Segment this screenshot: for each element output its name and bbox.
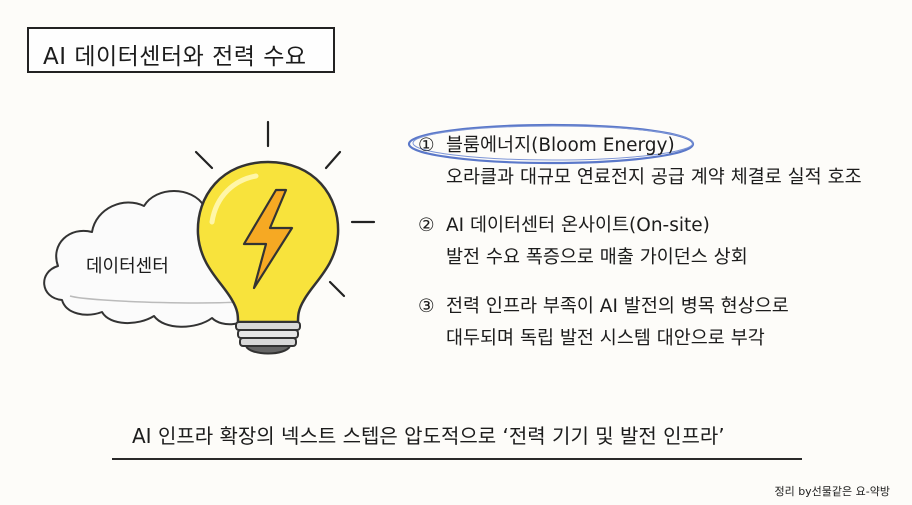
cloud-label: 데이터센터 <box>86 256 169 277</box>
item-detail: 오라클과 대규모 연료전지 공급 계약 체결로 실적 호조 <box>446 167 862 188</box>
list-item: ③ 전력 인프라 부족이 AI 발전의 병목 현상으로 대두되며 독립 발전 시스… <box>418 291 789 355</box>
item-number: ① <box>418 135 435 156</box>
title-box: AI 데이터센터와 전력 수요 <box>27 27 335 73</box>
bulb-rays <box>194 120 376 298</box>
item-heading: AI 데이터센터 온사이트(On-site) <box>446 215 710 236</box>
lightning-bolt-icon <box>242 188 294 290</box>
list-item: ② AI 데이터센터 온사이트(On-site) 발전 수요 폭증으로 매출 가이… <box>418 210 748 274</box>
list-item: ① 블룸에너지(Bloom Energy) 오라클과 대규모 연료전지 공급 계약… <box>418 130 862 194</box>
conclusion-underline <box>112 458 802 460</box>
item-detail: 대두되며 독립 발전 시스템 대안으로 부각 <box>446 328 765 349</box>
item-number: ③ <box>418 296 435 317</box>
item-heading: 전력 인프라 부족이 AI 발전의 병목 현상으로 <box>446 296 789 317</box>
page-title: AI 데이터센터와 전력 수요 <box>43 44 307 70</box>
highlight-oval <box>407 123 695 165</box>
item-number: ② <box>418 215 435 236</box>
item-heading: 블룸에너지(Bloom Energy) <box>446 135 675 156</box>
credit-text: 정리 by선물같은 요-약방 <box>774 485 890 498</box>
item-detail: 발전 수요 폭증으로 매출 가이던스 상회 <box>446 247 748 268</box>
conclusion-text: AI 인프라 확장의 넥스트 스텝은 압도적으로 ‘전력 기기 및 발전 인프라… <box>132 424 725 448</box>
